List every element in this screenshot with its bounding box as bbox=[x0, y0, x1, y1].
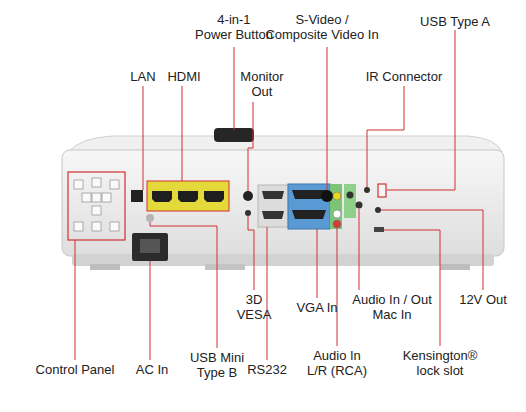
power-button bbox=[214, 128, 254, 142]
control-panel-outline bbox=[68, 172, 125, 240]
db9-port bbox=[262, 211, 284, 219]
callout-label: Kensington® lock slot bbox=[403, 348, 478, 378]
callout-label: AC In bbox=[136, 362, 169, 377]
callout-label: IR Connector bbox=[366, 69, 443, 84]
projector-rear-face bbox=[62, 150, 504, 256]
leader-lines bbox=[75, 30, 483, 360]
callout-label: VGA In bbox=[296, 300, 337, 315]
vga-panel bbox=[288, 184, 330, 229]
projector-foot bbox=[205, 264, 245, 270]
hdmi-panel bbox=[147, 181, 229, 211]
callout-label: RS232 bbox=[247, 362, 287, 377]
db9-port bbox=[262, 191, 284, 199]
audio-jack bbox=[356, 202, 363, 209]
callout-label: HDMI bbox=[167, 69, 200, 84]
vesa-3d-port bbox=[245, 210, 251, 216]
callout-label: USB Type A bbox=[420, 14, 490, 29]
vga-port bbox=[292, 190, 326, 199]
vga-port bbox=[292, 210, 326, 219]
callout-label: Audio In L/R (RCA) bbox=[307, 348, 367, 378]
projector-foot bbox=[440, 264, 470, 270]
callout-label: 3D VESA bbox=[237, 292, 272, 322]
projector-foot bbox=[90, 264, 120, 270]
callout-label: Control Panel bbox=[36, 362, 115, 377]
lan-port bbox=[131, 190, 143, 202]
control-buttons bbox=[74, 178, 119, 231]
kensington-slot bbox=[374, 227, 384, 232]
s-video-port bbox=[321, 190, 333, 202]
rca-left-port bbox=[333, 210, 341, 218]
callout-label: Monitor Out bbox=[240, 69, 283, 99]
ir-connector bbox=[364, 187, 370, 193]
callout-label: 4-in-1 Power Button bbox=[195, 12, 273, 42]
av-panel bbox=[330, 184, 342, 229]
rca-right-port bbox=[333, 220, 341, 228]
callout-label: 12V Out bbox=[459, 292, 507, 307]
ac-inlet bbox=[132, 233, 168, 261]
dc-12v-port bbox=[375, 207, 381, 213]
callout-label: S-Video / Composite Video In bbox=[265, 12, 378, 42]
audio-panel bbox=[344, 184, 356, 218]
serial-panel bbox=[258, 185, 288, 227]
audio-jack bbox=[347, 192, 354, 199]
monitor-out-port bbox=[243, 191, 253, 201]
hdmi-ports bbox=[152, 191, 224, 202]
ac-inlet-socket bbox=[140, 239, 160, 253]
usb-mini-port bbox=[146, 214, 154, 222]
callout-label: USB Mini Type B bbox=[190, 350, 244, 380]
callout-label: LAN bbox=[130, 69, 155, 84]
callout-label: Audio In / Out Mac In bbox=[352, 292, 432, 322]
composite-port bbox=[333, 192, 341, 200]
usb-a-port bbox=[378, 184, 386, 197]
